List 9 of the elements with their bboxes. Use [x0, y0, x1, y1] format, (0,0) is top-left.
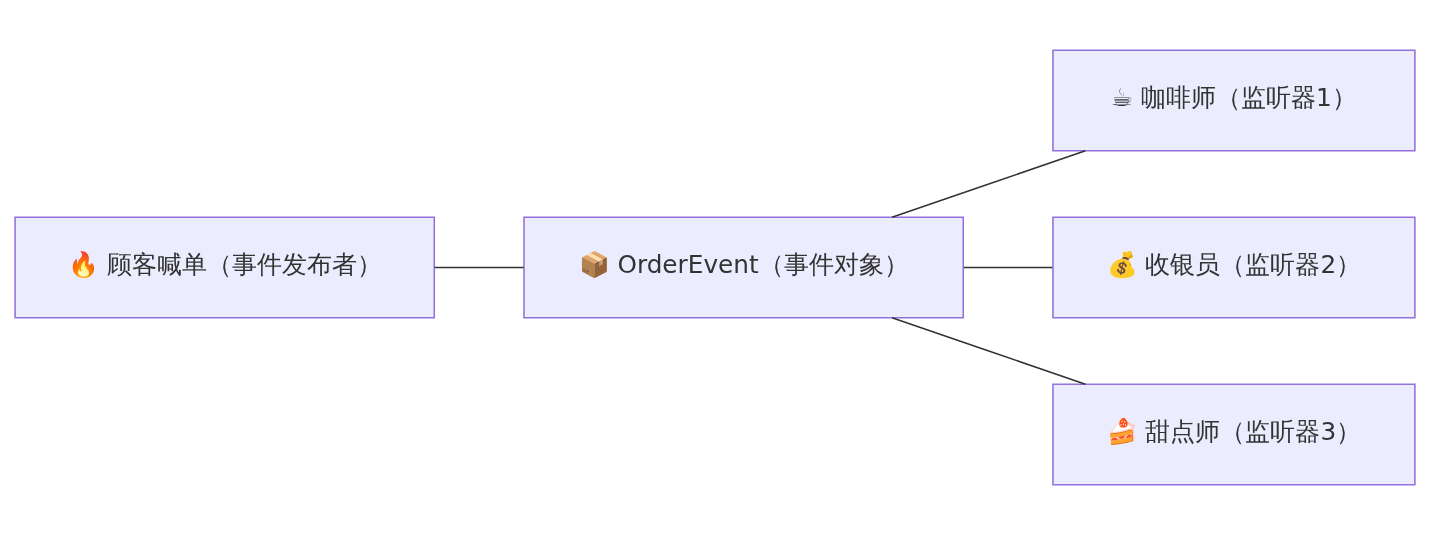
- node-box: 🔥 顾客喊单（事件发布者）: [14, 215, 436, 319]
- node-box: ☕ 咖啡师（监听器1）: [1052, 48, 1416, 151]
- connector: [891, 316, 1087, 385]
- connector: [963, 266, 1054, 268]
- node-box: 🍰 甜点师（监听器3）: [1052, 383, 1416, 486]
- connector: [891, 149, 1087, 218]
- node-box: 📦 OrderEvent（事件对象）: [523, 215, 965, 319]
- connector: [433, 266, 525, 268]
- node-box: 💰 收银员（监听器2）: [1052, 215, 1416, 319]
